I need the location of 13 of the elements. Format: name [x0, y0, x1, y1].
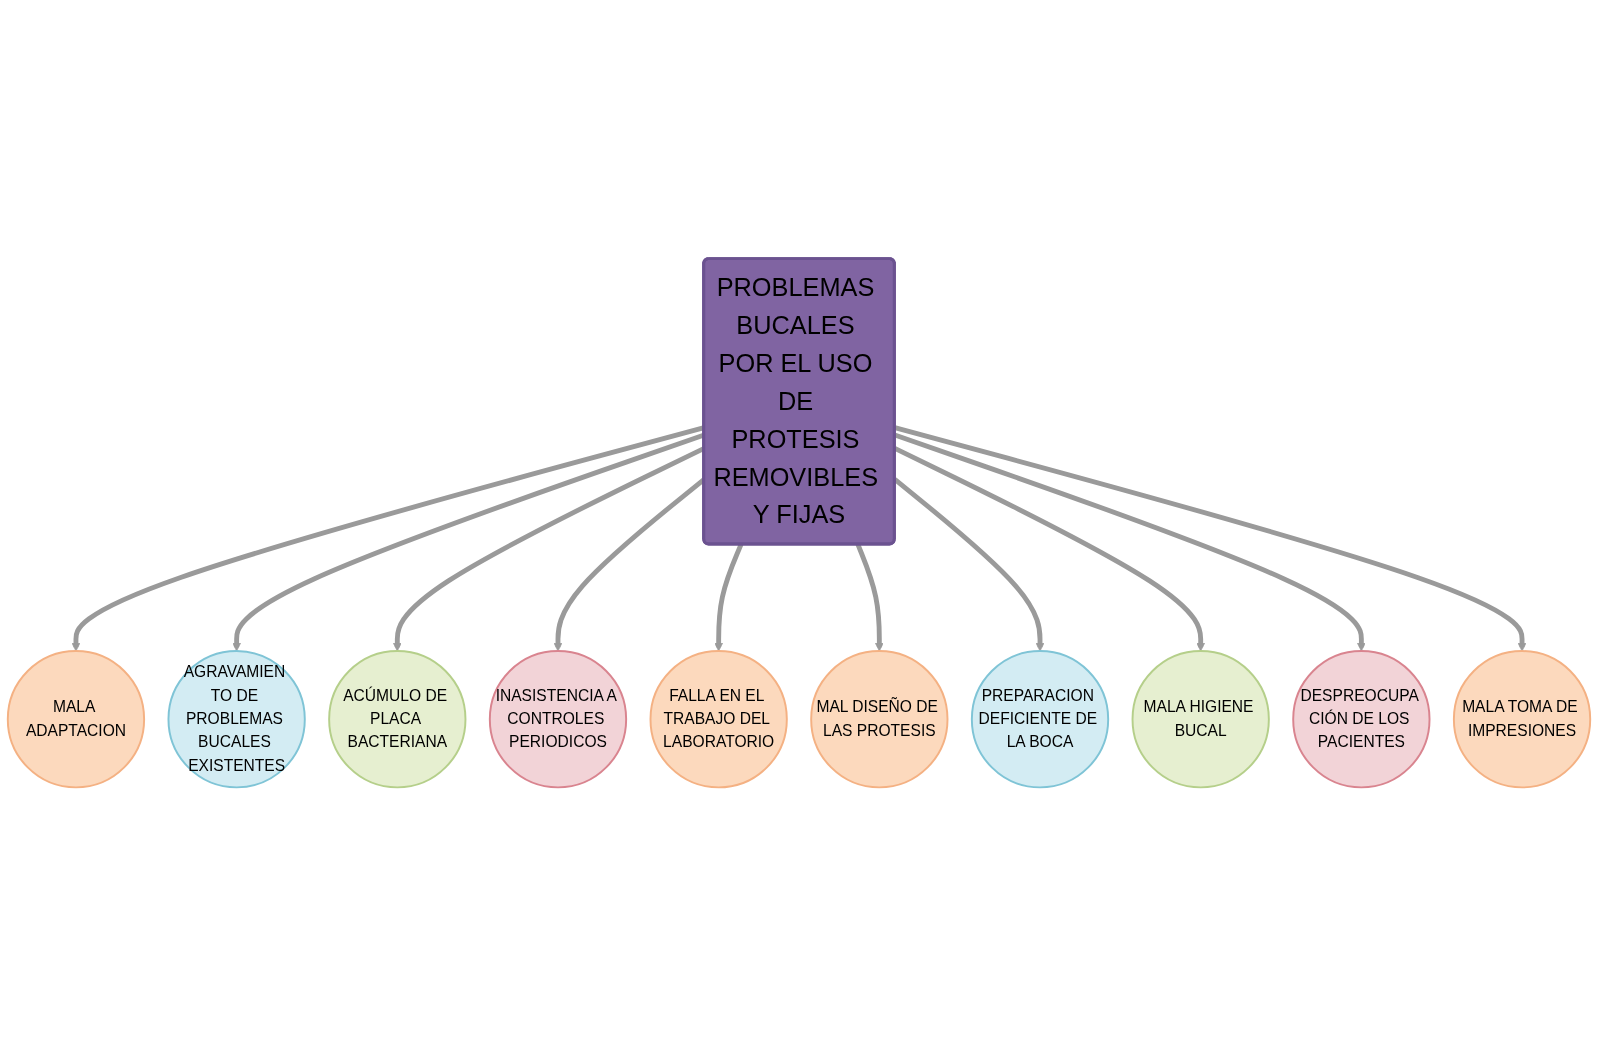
node-circle: MAL DISEÑO DE LAS PROTESIS — [810, 649, 949, 788]
node-circle: MALA TOMA DE IMPRESIONES — [1452, 649, 1592, 788]
node-circle: INASISTENCIA A CONTROLES PERIODICOS — [488, 649, 628, 788]
node-circle: PREPARACION DEFICIENTE DE LA BOCA — [970, 649, 1110, 788]
arrow — [855, 543, 884, 651]
arrow — [894, 432, 1366, 651]
arrow — [894, 424, 1527, 651]
node-circle: FALLA EN EL TRABAJO DEL LABORATORIO — [649, 649, 788, 788]
node-circle: DESPREOCUPA CIÓN DE LOS PACIENTES — [1292, 649, 1431, 788]
node-circle: AGRAVAMIEN TO DE PROBLEMAS BUCALES EXISTENTES — [167, 649, 306, 788]
node-circle: ACÚMULO DE PLACA BACTERIANA — [328, 649, 467, 788]
node-circle: MALA ADAPTACION — [6, 649, 146, 788]
node-circle: MALA HIGIENE BUCAL — [1131, 649, 1270, 788]
